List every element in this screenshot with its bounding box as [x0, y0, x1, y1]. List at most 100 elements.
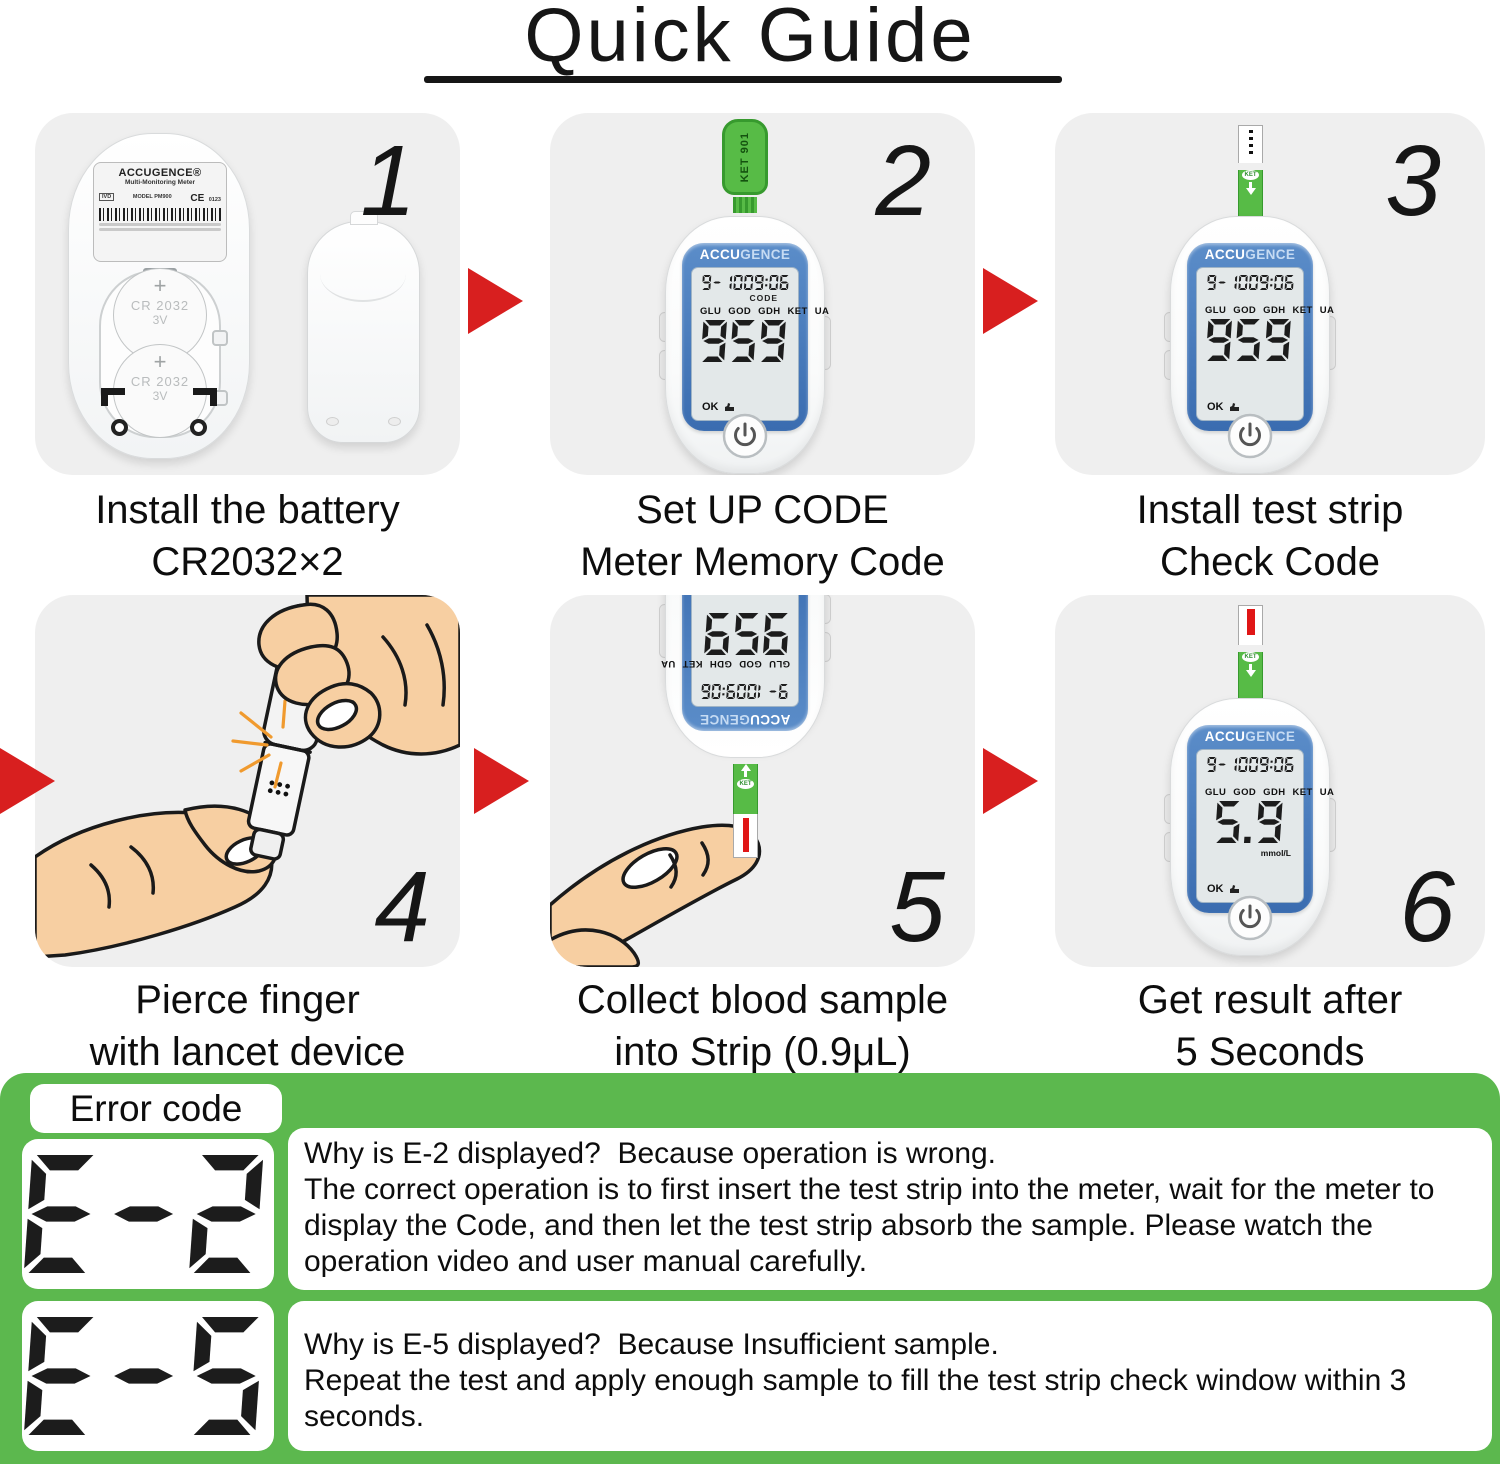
strip-marks	[1248, 130, 1253, 154]
step-panel-2: KET 901 ACCUGENCE CODE GLU GOD GDH KET U…	[550, 113, 975, 475]
cover-hole	[326, 417, 339, 426]
step-panel-5: ACCUGENCE GLU GOD GDH KET UA OK	[550, 595, 975, 967]
lcd-mode-labels: GLU GOD GDH KET UA	[700, 306, 830, 317]
meter-body: ACCUGENCE GLU GOD GDH KET UA OK	[661, 595, 825, 758]
ivd-mark: IVD	[99, 193, 115, 201]
screw-icon	[190, 419, 207, 436]
step-panel-4: 4	[35, 595, 460, 967]
step-panel-6: KET ACCUGENCE GLU GOD GDH	[1055, 595, 1485, 967]
battery-cover	[307, 211, 420, 443]
glucose-meter: ACCUGENCE GLU GOD GDH KET UA mmol/L OK	[1164, 698, 1336, 956]
arrow-right-icon	[0, 748, 55, 814]
error-code-digits	[24, 1317, 270, 1435]
strip-arrow-stem	[744, 771, 747, 777]
lancet-hands-illustration	[35, 595, 460, 959]
arrow-down-icon	[1245, 188, 1256, 195]
cover-bracket	[101, 388, 125, 406]
step-number: 6	[1399, 851, 1455, 963]
lcd-spacer	[1205, 290, 1295, 302]
step-number: 1	[360, 125, 416, 237]
meter-back-illustration: ACCUGENCE® Multi-Monitoring Meter IVD MO…	[68, 133, 250, 459]
power-button	[1227, 413, 1273, 464]
label-brand: ACCUGENCE	[118, 167, 193, 179]
battery-voltage: 3V	[152, 313, 168, 327]
battery-compartment: + CR 2032 3V + CR 2032 3V	[99, 268, 228, 438]
finger-illustration	[550, 823, 762, 967]
strip-tag: KET	[1242, 170, 1259, 180]
error-section-header: Error code	[30, 1084, 282, 1133]
battery-type: CR 2032	[130, 298, 190, 313]
label-fineprint-line	[99, 228, 221, 231]
battery-plus: +	[153, 349, 167, 374]
error-answer: The correct operation is to first insert…	[304, 1173, 1435, 1278]
strip-contact-end: KET	[1238, 652, 1263, 704]
lcd-strip-icon	[724, 403, 734, 411]
lcd-date	[1207, 275, 1249, 290]
step-panel-3: KET ACCUGENCE GLU GOD GDH	[1055, 113, 1485, 475]
step-panel-1: ACCUGENCE® Multi-Monitoring Meter IVD MO…	[35, 113, 460, 475]
arrow-up-icon	[740, 764, 751, 771]
lcd-screen: GLU GOD GDH KET UA OK	[1196, 267, 1335, 421]
cover-hole	[388, 417, 401, 426]
strip-arrow-stem	[1249, 182, 1252, 188]
arrow-down-icon	[1245, 670, 1256, 677]
lcd-ok-label: OK	[1207, 883, 1224, 895]
strip-tag: KET	[737, 779, 754, 789]
test-strip-inverted: KET	[733, 758, 758, 858]
lcd-code-value	[1206, 319, 1293, 361]
error-code-section: Error code Why is E-2 displayed? Because…	[0, 1073, 1500, 1464]
code-chip: KET 901	[722, 119, 768, 195]
lcd-time	[700, 684, 747, 699]
glucose-meter-inverted: ACCUGENCE GLU GOD GDH KET UA OK	[659, 595, 831, 758]
glucose-meter: ACCUGENCE CODE GLU GOD GDH KET UA OK	[659, 216, 831, 474]
lcd-date	[746, 684, 788, 699]
page-title: Quick Guide	[524, 0, 976, 78]
ce-mark: CE	[190, 193, 205, 204]
cover-bracket	[193, 388, 217, 406]
screw-icon	[111, 419, 128, 436]
error-explanation-e5: Why is E-5 displayed? Because Insufficie…	[288, 1301, 1492, 1451]
brand-text: ACCU	[1204, 729, 1246, 744]
lcd-result-value	[1215, 801, 1285, 843]
lcd-time	[743, 275, 790, 290]
error-code-digits	[24, 1155, 270, 1273]
error-question: Why is E-2 displayed? Because operation …	[304, 1137, 997, 1170]
battery-cover-ridge	[320, 246, 406, 302]
lcd-ok-label: OK	[1207, 401, 1224, 413]
error-question: Why is E-5 displayed? Because Insufficie…	[304, 1328, 999, 1361]
display-bezel: ACCUGENCE GLU GOD GDH KET UA OK	[661, 595, 808, 731]
strip-sample-end	[1238, 125, 1263, 163]
step-number: 3	[1385, 125, 1441, 237]
lcd-strip-icon	[1229, 403, 1239, 411]
display-bezel: ACCUGENCE GLU GOD GDH KET UA OK	[1187, 243, 1335, 431]
meter-body: ACCUGENCE GLU GOD GDH KET UA mmol/L OK	[1170, 698, 1335, 956]
error-answer: Repeat the test and apply enough sample …	[304, 1364, 1407, 1433]
error-explanation-e2: Why is E-2 displayed? Because operation …	[288, 1128, 1492, 1290]
label-subtitle: Multi-Monitoring Meter	[124, 179, 196, 186]
step-number: 2	[875, 125, 931, 237]
strip-tag: KET	[1242, 652, 1259, 662]
strip-sample-end	[1238, 605, 1263, 645]
meter-body: ACCUGENCE GLU GOD GDH KET UA OK	[1170, 216, 1335, 474]
meter-body: ACCUGENCE CODE GLU GOD GDH KET UA OK	[665, 216, 830, 474]
power-button	[1227, 895, 1273, 946]
label-fineprint-line	[99, 223, 221, 226]
lcd-code-value	[701, 320, 788, 362]
lcd-mode-labels: GLU GOD GDH KET UA	[1205, 305, 1335, 316]
display-bezel: ACCUGENCE CODE GLU GOD GDH KET UA OK	[682, 243, 830, 431]
brand-text: ACCU	[1204, 247, 1246, 262]
blood-sample	[1246, 609, 1255, 635]
arrow-right-icon	[983, 748, 1038, 814]
code-chip-label: KET 901	[739, 131, 751, 183]
blood-sample	[742, 818, 749, 852]
lcd-mode-labels: GLU GOD GDH KET UA	[1205, 787, 1335, 798]
arrow-right-icon	[468, 268, 523, 334]
lcd-screen: GLU GOD GDH KET UA mmol/L OK	[1196, 749, 1335, 903]
lcd-ok-label: OK	[702, 401, 719, 413]
